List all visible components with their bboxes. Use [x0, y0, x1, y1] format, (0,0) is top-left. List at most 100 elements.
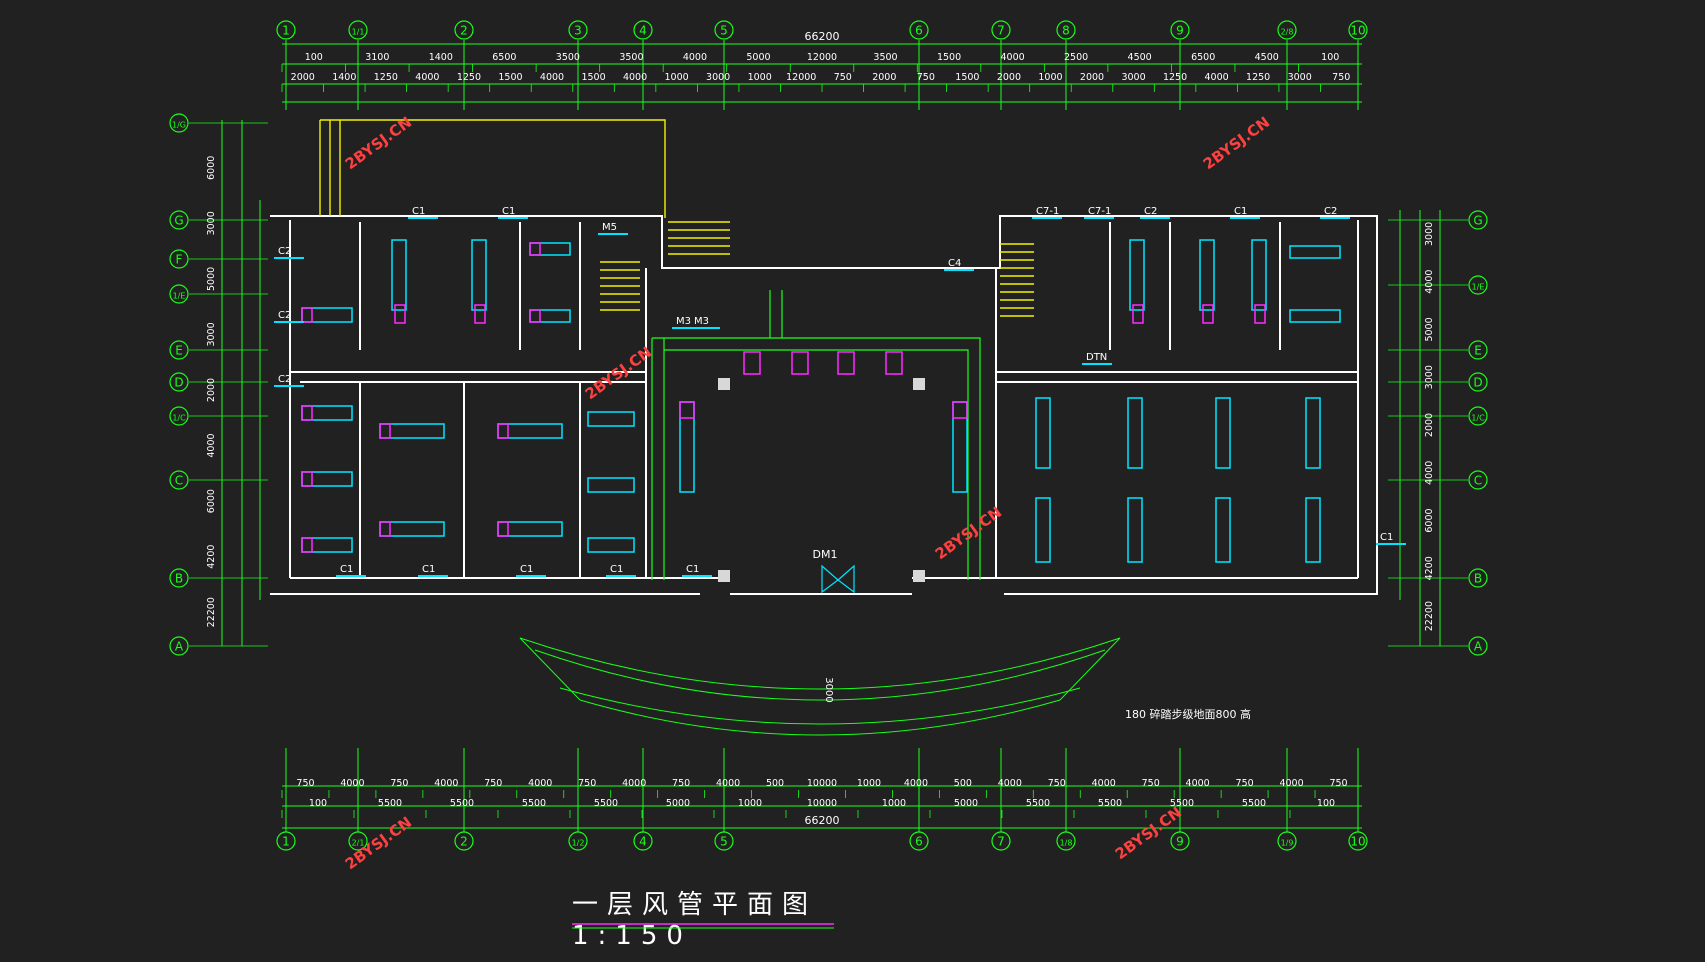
grid-column-top-bubble [348, 20, 368, 40]
right-dimension-text: 3000 [1424, 365, 1435, 389]
watermark-text: 2BYSJ.CN [1112, 803, 1185, 863]
center-steps-dimension: 3000 [823, 677, 834, 702]
bottom-dimension-text: 5500 [522, 798, 546, 809]
window-label: C1 [502, 206, 515, 217]
bottom-dimension-text: 750 [1236, 778, 1254, 789]
main-door-label: DM1 [813, 548, 838, 561]
window-label: C2 [278, 374, 291, 385]
top-dimension-text: 2500 [1064, 52, 1088, 63]
left-dimension-text: 22200 [206, 597, 217, 627]
top-dimension-text: 6500 [1191, 52, 1215, 63]
window-label: C1 [422, 564, 435, 575]
grid-row-left-label: 1/E [173, 292, 186, 301]
grid-column-top-label: 10 [1350, 24, 1365, 38]
drawing-title-block: 一层风管平面图 1:150 [572, 884, 834, 951]
top-dimension-text: 3000 [1288, 72, 1312, 83]
grid-row-right-bubble [1468, 275, 1488, 295]
bottom-dimension-text: 1000 [857, 778, 881, 789]
top-dimension-text: 12000 [807, 52, 837, 63]
top-dimension-text: 3000 [706, 72, 730, 83]
grid-column-top-label: 9 [1176, 24, 1184, 38]
bottom-dimension-text: 750 [1048, 778, 1066, 789]
grid-column-bottom-label: 10 [1350, 835, 1365, 849]
grid-row-left-label: F [176, 253, 183, 267]
grid-column-bottom-label: 7 [997, 835, 1005, 849]
top-dimension-text: 1000 [665, 72, 689, 83]
top-dimension-text: 1500 [498, 72, 522, 83]
bottom-dimension-text: 5000 [666, 798, 690, 809]
grid-row-right-label: A [1474, 640, 1483, 654]
left-dimension-text: 3000 [206, 322, 217, 346]
top-dimension-text: 1400 [429, 52, 453, 63]
window-label: M3 [676, 316, 691, 327]
grid-row-left-label: G [174, 214, 183, 228]
grid-row-right-bubble [1468, 470, 1488, 490]
bottom-dimension-text: 4000 [1279, 778, 1303, 789]
bottom-dimension-text: 5500 [594, 798, 618, 809]
top-dimension-text: 3500 [556, 52, 580, 63]
entrance-canopy [319, 119, 1034, 317]
top-dimension-text: 12000 [786, 72, 816, 83]
bottom-dimension-text: 500 [766, 778, 784, 789]
right-dimension-text: 22200 [1424, 601, 1435, 631]
left-dimension-text: 4000 [206, 433, 217, 457]
grid-column-top-label: 1/1 [352, 28, 365, 37]
bottom-dimension-text: 750 [672, 778, 690, 789]
bottom-dimension-text: 10000 [807, 778, 837, 789]
window-label: C1 [520, 564, 533, 575]
top-dimension-text: 2000 [997, 72, 1021, 83]
window-label: C2 [1144, 206, 1157, 217]
grid-row-left-bubble [169, 113, 189, 133]
grid-row-right-bubble [1468, 406, 1488, 426]
top-dimension-text: 6500 [492, 52, 516, 63]
bottom-dimension-text: 5500 [378, 798, 402, 809]
right-dimension-text: 4000 [1424, 461, 1435, 485]
top-dimension-text: 3100 [365, 52, 389, 63]
top-dimension-text: 2000 [872, 72, 896, 83]
bottom-dimension-text: 5500 [1098, 798, 1122, 809]
grid-column-top-label: 3 [574, 24, 582, 38]
right-dimension-text: 6000 [1424, 508, 1435, 532]
grid-column-top-bubble [454, 20, 474, 40]
top-dimension-text: 1500 [937, 52, 961, 63]
grid-row-left-bubble [169, 636, 189, 656]
grid-column-bottom-label: 6 [915, 835, 923, 849]
top-dimension-text: 4000 [1000, 52, 1024, 63]
grid-column-top-label: 2 [460, 24, 468, 38]
grid-row-left-label: 1/C [172, 414, 186, 423]
grid-row-right-label: D [1473, 376, 1482, 390]
grid-column-top-label: 1 [282, 24, 290, 38]
grid-column-bottom-label: 2/1 [352, 839, 365, 848]
grid-row-left-label: B [175, 572, 183, 586]
grid-column-top-bubble [276, 20, 296, 40]
grid-row-left-label: E [175, 344, 183, 358]
top-dimension-text: 2000 [291, 72, 315, 83]
window-label: C1 [1234, 206, 1247, 217]
top-dimension-text: 750 [1332, 72, 1350, 83]
grid-row-right-label: G [1473, 214, 1482, 228]
window-label: M5 [602, 222, 617, 233]
top-dimension-text: 4500 [1255, 52, 1279, 63]
window-label: C1 [340, 564, 353, 575]
bottom-dimension-text: 1000 [882, 798, 906, 809]
bottom-dimension-text: 750 [296, 778, 314, 789]
bottom-dimension-text: 4000 [904, 778, 928, 789]
grid-row-left-bubble [169, 470, 189, 490]
grid-column-top-label: 4 [639, 24, 647, 38]
total-dimension-top: 66200 [805, 30, 840, 43]
grid-row-right-label: 1/E [1472, 283, 1485, 292]
grid-row-left-bubble [169, 340, 189, 360]
bottom-dimension-text: 4000 [716, 778, 740, 789]
window-label: C1 [610, 564, 623, 575]
main-door-icon [821, 564, 855, 594]
bottom-dimension-text: 1000 [738, 798, 762, 809]
bottom-dimension-text: 750 [1329, 778, 1347, 789]
grid-row-left-bubble [169, 372, 189, 392]
grid-row-right-bubble [1468, 636, 1488, 656]
grid-row-left-label: C [175, 474, 183, 488]
